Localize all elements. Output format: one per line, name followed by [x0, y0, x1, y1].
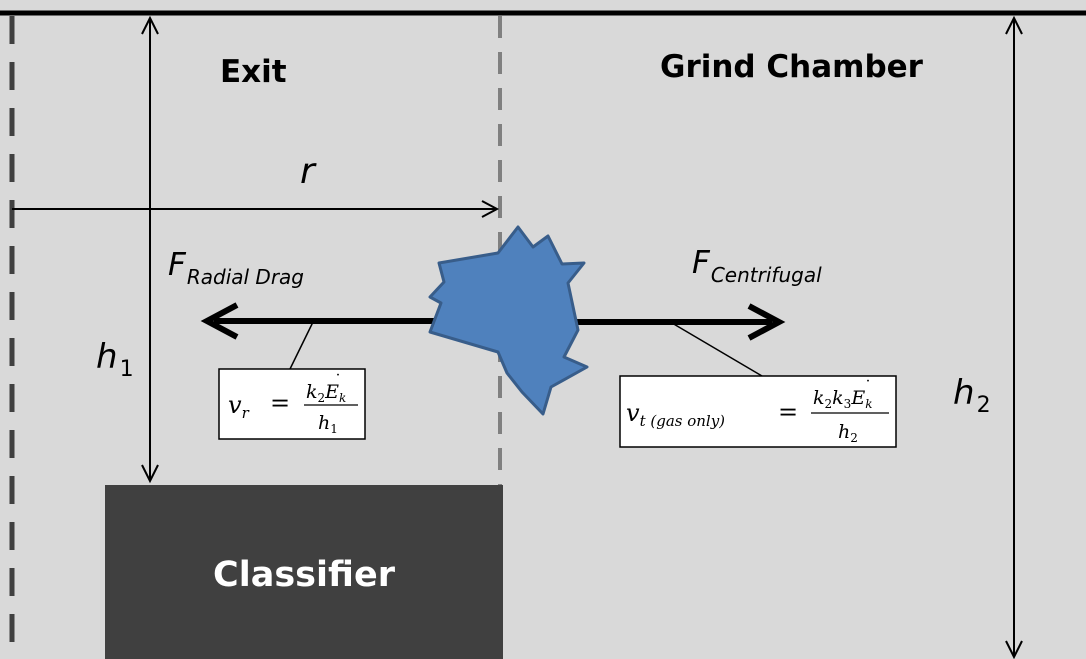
h1-arrow-head-top [141, 15, 159, 35]
h2-arrow-head-top [1005, 15, 1023, 35]
vr-equation: vr = k2Ek ˙ h1 [228, 371, 358, 436]
svg-text:vr: vr [228, 391, 250, 422]
svg-text:vt (gas only): vt (gas only) [626, 399, 725, 430]
centrifugal-force-label: FCentrifugal [692, 245, 822, 287]
r-arrow-head [481, 200, 500, 218]
r-label: r [300, 151, 317, 192]
vt-leader-line [671, 322, 763, 377]
classifier-block [105, 485, 503, 659]
vt-equation-box [619, 375, 897, 448]
vr-equation-box [218, 368, 366, 440]
svg-text:˙: ˙ [864, 377, 872, 396]
svg-text:k2Ek: k2Ek [306, 381, 346, 405]
vr-leader-line [289, 321, 314, 370]
radial-drag-force-label: FRadial Drag [168, 247, 304, 289]
svg-text:h2: h2 [838, 421, 858, 445]
radial-drag-arrow-head [200, 302, 239, 340]
exit-label: Exit [220, 54, 287, 90]
h1-label: h1 [96, 337, 134, 382]
grind-chamber-label: Grind Chamber [660, 49, 924, 85]
classifier-label: Classifier [213, 555, 396, 595]
svg-text:=: = [778, 398, 798, 426]
svg-text:˙: ˙ [334, 371, 342, 390]
vt-equation: vt (gas only) = k2k3Ek ˙ h2 [626, 377, 889, 445]
particle [428, 225, 589, 416]
h2-label: h2 [953, 373, 991, 418]
centrifugal-arrow-head [747, 303, 786, 341]
svg-text:h1: h1 [318, 412, 338, 436]
h2-arrow-head-bottom [1005, 640, 1023, 659]
h1-arrow-head-bottom [141, 464, 159, 484]
svg-text:k2k3Ek: k2k3Ek [813, 387, 872, 411]
svg-text:=: = [270, 389, 290, 417]
